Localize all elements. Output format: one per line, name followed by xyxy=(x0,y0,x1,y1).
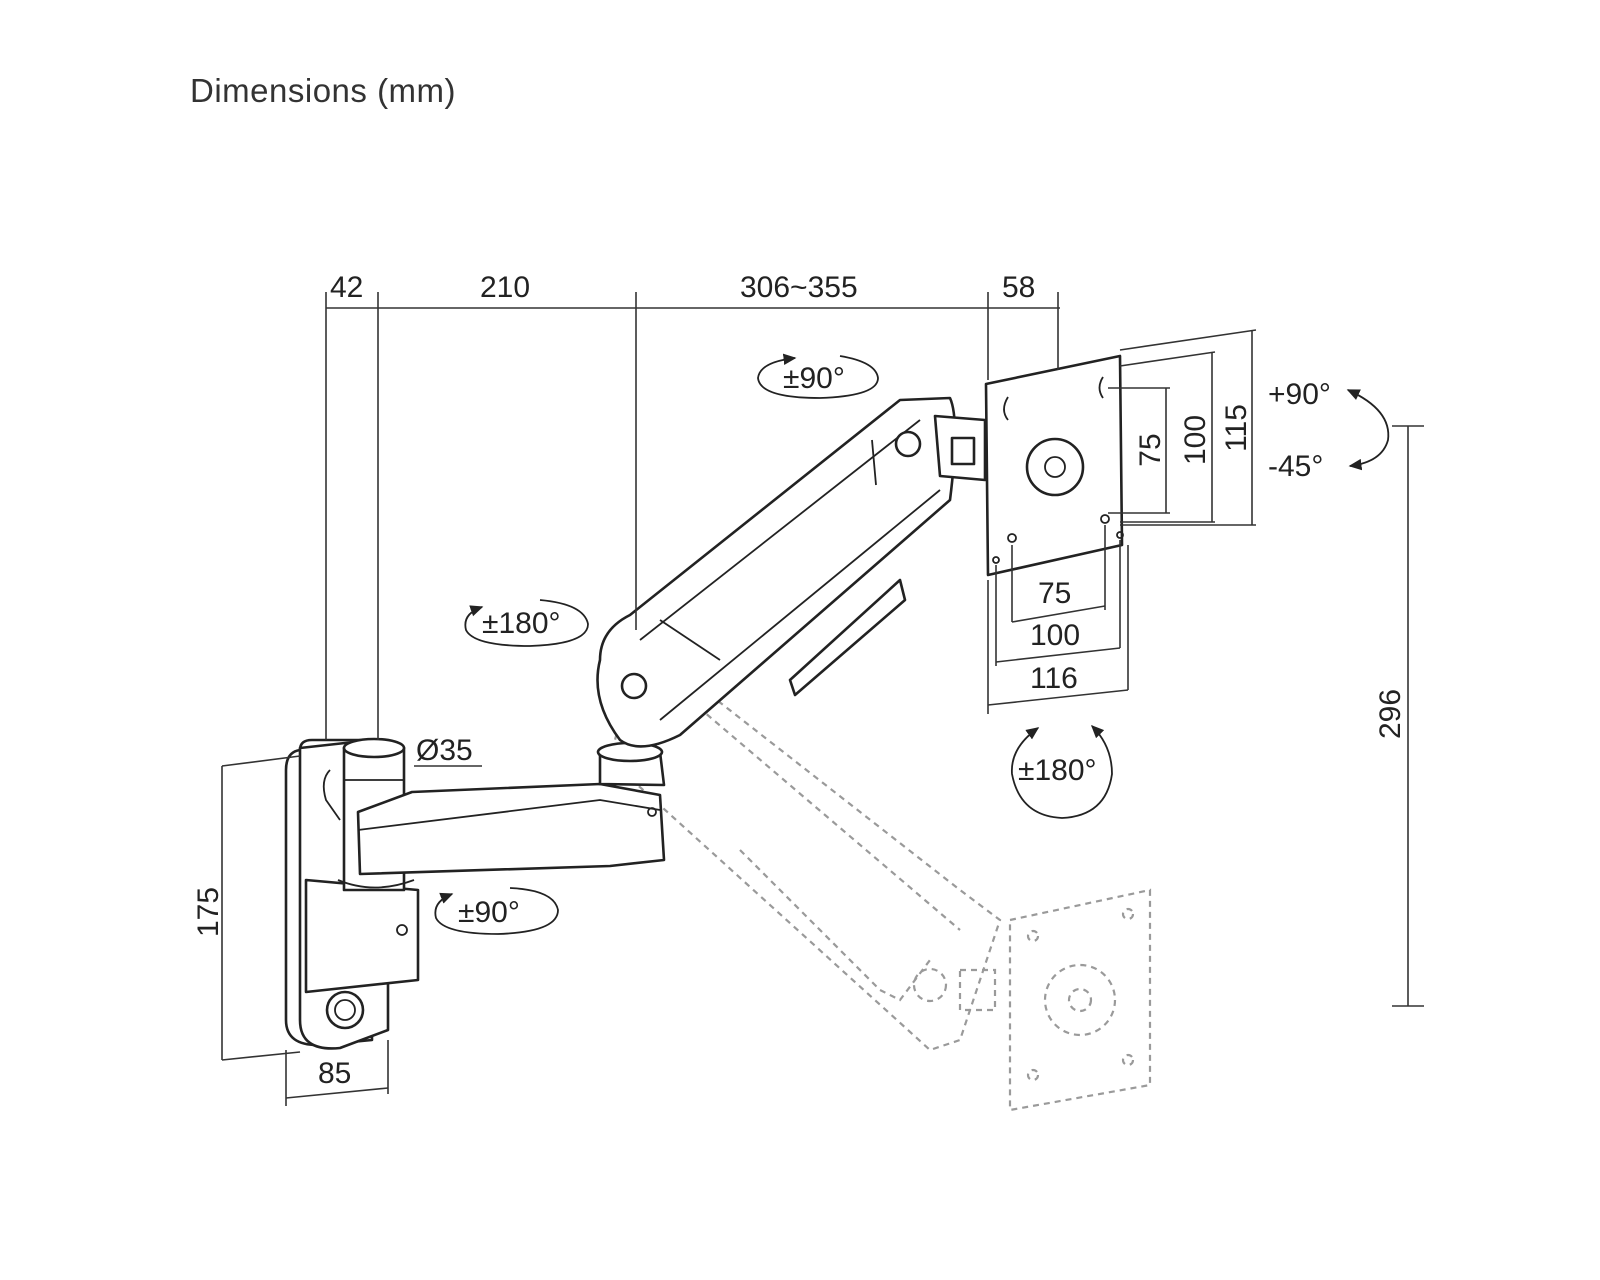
rotation-elbow xyxy=(464,599,589,647)
wall-plate-dimension-lines xyxy=(221,755,482,1106)
height-dimension-lines xyxy=(1392,425,1424,1007)
dim-vesa-v115: 115 xyxy=(1220,404,1253,452)
rotation-tilt xyxy=(1346,389,1390,471)
rotation-plate xyxy=(1011,724,1113,819)
dim-210: 210 xyxy=(480,271,530,304)
wall-plate xyxy=(284,737,420,1050)
dim-vesa-h100: 100 xyxy=(1030,619,1080,652)
vesa-plate xyxy=(984,354,1124,577)
rotation-plate-label: ±180° xyxy=(1018,754,1097,787)
rotation-arm-top xyxy=(757,353,879,399)
rotation-tilt-down-label: -45° xyxy=(1268,450,1323,483)
lower-arm xyxy=(356,741,666,876)
dim-vesa-h116: 116 xyxy=(1030,662,1078,695)
rotation-arm-top-label: ±90° xyxy=(783,362,845,395)
dim-42: 42 xyxy=(330,271,363,304)
vesa-dimension-lines xyxy=(987,329,1257,714)
upper-arm xyxy=(596,396,987,748)
dim-175: 175 xyxy=(192,887,225,937)
dim-vesa-h75: 75 xyxy=(1038,577,1071,610)
rotation-base xyxy=(434,887,559,935)
dim-vesa-v75: 75 xyxy=(1134,433,1167,466)
dim-diameter-35: Ø35 xyxy=(416,734,473,767)
dim-296: 296 xyxy=(1374,689,1407,739)
dim-306-355: 306~355 xyxy=(740,271,858,304)
page-title: Dimensions (mm) xyxy=(190,72,457,109)
rotation-elbow-label: ±180° xyxy=(482,607,561,640)
rotation-base-label: ±90° xyxy=(458,896,520,929)
dim-85: 85 xyxy=(318,1057,351,1090)
rotation-tilt-up-label: +90° xyxy=(1268,378,1331,411)
dim-58: 58 xyxy=(1002,271,1035,304)
top-dimension-lines xyxy=(325,292,1060,740)
dim-vesa-v100: 100 xyxy=(1179,415,1212,465)
